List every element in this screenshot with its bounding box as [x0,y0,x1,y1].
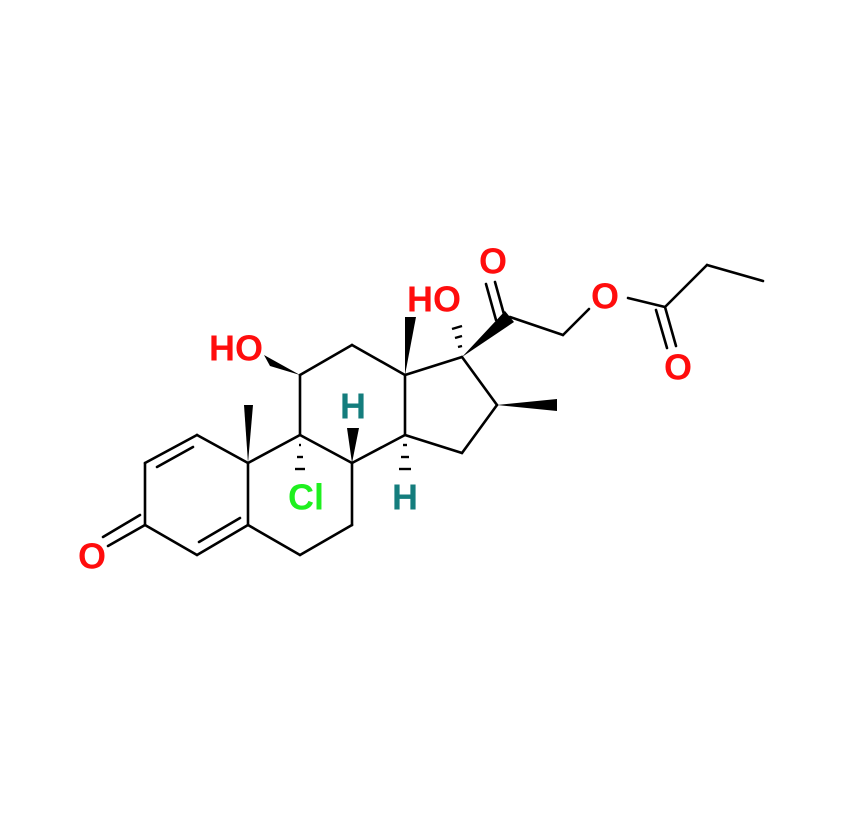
atom-label-o-ester: O [591,276,619,317]
atom-label-oh11: HO [209,328,263,369]
atom-label-cl9: Cl [288,477,324,518]
atom-label-o3: O [78,536,106,577]
atom-label-o20: O [479,241,507,282]
wedge-bonds [244,311,557,463]
atom-labels: O HO HO O O O Cl H H [78,241,692,577]
atom-label-o-carbonyl: O [664,347,692,388]
atom-label-h8: H [340,386,366,427]
hashed-bonds [295,324,463,471]
atom-label-h14: H [392,477,418,518]
bonds [101,263,765,557]
atom-label-oh17: HO [407,279,461,320]
